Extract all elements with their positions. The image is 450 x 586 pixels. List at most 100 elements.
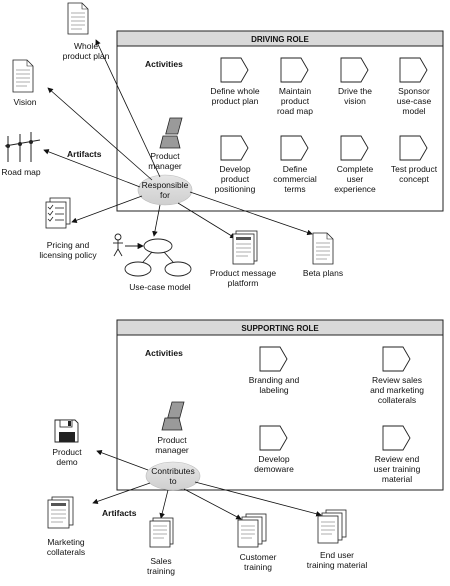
arrow-to-message-platform [177,202,236,239]
driving-activity-label-5-3: positioning [215,184,256,194]
product-demo-label-1: Product [52,447,82,457]
supporting-activity-label-3-2: demoware [254,464,294,474]
arrow-to-use-case-model [152,204,161,237]
driving-activity-label-1-1: Define whole [210,86,259,96]
arrow-to-marketing-collaterals [92,482,151,505]
driving-artifacts-label: Artifacts [67,149,102,159]
artifact-sales-training: Sales training [147,517,175,576]
supporting-artifacts-label: Artifacts [102,508,137,518]
driving-activity-label-2-2: product [281,96,310,106]
driving-activity-label-6-1: Define [283,164,308,174]
customer-training-label-2: training [244,562,272,572]
driving-role-title: DRIVING ROLE [251,35,309,44]
driving-product-manager: Product manager [148,117,183,171]
driving-activity-shape-2 [280,57,309,83]
supporting-activity-label-2-3: collaterals [378,395,416,405]
message-platform-label-2: platform [228,278,259,288]
driving-activity-label-5-1: Develop [219,164,250,174]
supporting-activity-label-1-2: labeling [259,385,289,395]
supporting-role-header [116,319,444,336]
supporting-activity-label-4-1: Review end [375,454,420,464]
driving-activity-label-4-2: use-case [397,96,432,106]
artifact-vision: Vision [12,59,37,107]
supporting-activity-label-3-1: Develop [258,454,289,464]
customer-training-label-1: Customer [240,552,277,562]
arrow-to-pricing-policy [71,195,143,223]
driving-activity-label-7-3: experience [334,184,376,194]
responsible-label-2: for [160,190,170,200]
vision-label: Vision [14,97,37,107]
marketing-label-1: Marketing [47,537,85,547]
supporting-activity-label-4-2: user training [374,464,421,474]
end-user-training-label-2: training material [307,560,368,570]
driving-activity-shape-5 [220,135,249,161]
road-map-label: Road map [1,167,40,177]
driving-activity-label-3-1: Drive the [338,86,372,96]
pricing-label-1: Pricing and [47,240,90,250]
driving-activity-label-5-2: product [221,174,250,184]
marketing-label-2: collaterals [47,547,85,557]
arrow-to-sales-training [159,489,169,519]
driving-activity-label-3-2: vision [344,96,366,106]
artifact-use-case-model: Use-case model [113,233,192,292]
driving-activity-label-1-2: product plan [212,96,259,106]
contributes-label-2: to [169,476,176,486]
end-user-training-label-1: End user [320,550,354,560]
contributes-to-oval: Contributes to [145,461,201,491]
driving-activity-label-4-1: Sponsor [398,86,430,96]
arrow-to-vision [47,87,153,181]
responsible-for-oval: Responsible for [137,174,193,206]
artifact-road-map: Road map [1,132,41,177]
driving-actor-label-2: manager [148,161,182,171]
artifact-customer-training: Customer training [237,513,277,572]
driving-activity-label-6-3: terms [284,184,305,194]
driving-activity-label-7-2: user [347,174,364,184]
driving-activities-label: Activities [145,59,183,69]
driving-activity-label-8-2: concept [399,174,429,184]
whole-plan-label-2: product plan [63,51,110,61]
driving-activity-shape-8 [399,135,428,161]
driving-activity-label-6-2: commercial [273,174,317,184]
supporting-actor-label-1: Product [157,435,187,445]
sales-training-label-1: Sales [150,556,171,566]
whole-plan-label-1: Whole [74,41,98,51]
supporting-activity-label-2-1: Review sales [372,375,422,385]
use-case-label: Use-case model [129,282,191,292]
product-demo-label-2: demo [56,457,78,467]
driving-activity-shape-1 [220,57,249,83]
arrow-to-end-user-training [194,481,322,517]
supporting-product-manager: Product manager [155,401,189,455]
supporting-activity-label-4-3: material [382,474,412,484]
arrow-to-customer-training [183,488,242,520]
driving-activity-shape-4 [399,57,428,83]
driving-role-header [116,30,444,47]
contributes-label-1: Contributes [151,466,194,476]
arrow-to-product-demo [96,450,149,471]
supporting-arrows [92,450,322,520]
supporting-activity-shape-2 [382,346,411,372]
pricing-label-2: licensing policy [39,250,97,260]
driving-activity-shape-3 [340,57,369,83]
supporting-activity-label-1-1: Branding and [249,375,300,385]
artifact-end-user-training: End user training material [307,509,368,570]
driving-activity-label-7-1: Complete [337,164,374,174]
responsible-label-1: Responsible [142,180,189,190]
driving-activity-label-4-3: model [402,106,425,116]
driving-actor-label-1: Product [150,151,180,161]
supporting-activity-shape-3 [259,425,288,451]
supporting-actor-label-2: manager [155,445,189,455]
arrow-to-road-map [43,149,141,188]
